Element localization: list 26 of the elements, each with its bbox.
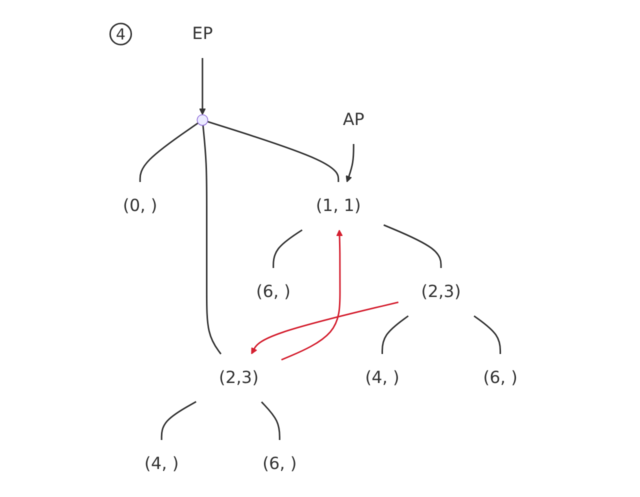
node-point (196, 114, 208, 126)
connector (160, 400, 196, 440)
arrow (250, 300, 398, 354)
connector (202, 124, 222, 354)
connector (139, 122, 198, 182)
node-text: (2,3) (218, 368, 258, 387)
arrow (346, 144, 354, 182)
node-text: EP (192, 24, 213, 44)
node-text: (2,3) (420, 282, 461, 301)
connector (272, 228, 302, 268)
arrow (280, 229, 343, 360)
connector (207, 120, 339, 182)
node-circle: 4 (109, 22, 132, 45)
node-text: (6, ) (256, 282, 290, 301)
node-text: (4, ) (144, 454, 179, 473)
node-text: (6, ) (482, 368, 518, 387)
node-text: (0, ) (122, 196, 158, 216)
connector (381, 314, 408, 354)
node-text: (1, 1) (316, 196, 361, 216)
node-text: (4, ) (364, 368, 400, 387)
node-text: (6, ) (262, 454, 297, 473)
arrow (198, 58, 206, 114)
connector (260, 400, 280, 440)
connector (473, 314, 501, 354)
connector (383, 224, 442, 268)
node-text: AP (342, 110, 364, 130)
